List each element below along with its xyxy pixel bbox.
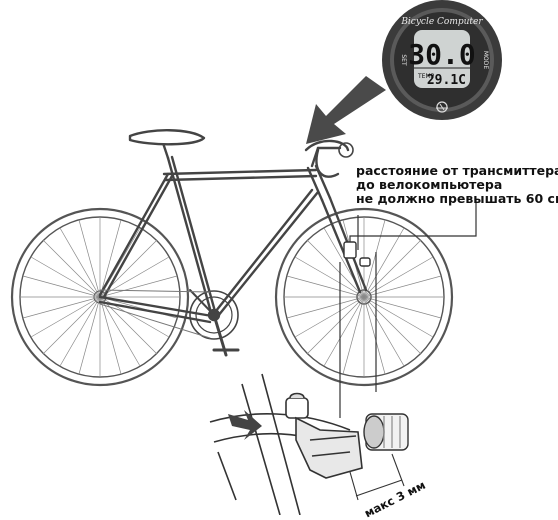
- distance-note-line-3: не должно превышать 60 см: [356, 192, 558, 206]
- set-button-label: SET: [400, 54, 407, 66]
- brand-label: Bicycle Computer: [400, 17, 483, 27]
- spoke-magnet: [364, 414, 408, 450]
- speed-sensor: [286, 394, 362, 479]
- distance-note: расстояние от трансмиттера до велокомпью…: [356, 164, 558, 206]
- mode-button-label: MODE: [482, 51, 489, 70]
- bicycle-frame: [100, 130, 366, 355]
- distance-note-line-2: до велокомпьютера: [356, 178, 558, 192]
- arrow-to-handlebar-icon: [306, 76, 386, 144]
- temp-reading: 29.1C: [427, 73, 466, 88]
- distance-note-line-1: расстояние от трансмиттера: [356, 164, 558, 178]
- speed-reading: 30.0: [408, 38, 475, 71]
